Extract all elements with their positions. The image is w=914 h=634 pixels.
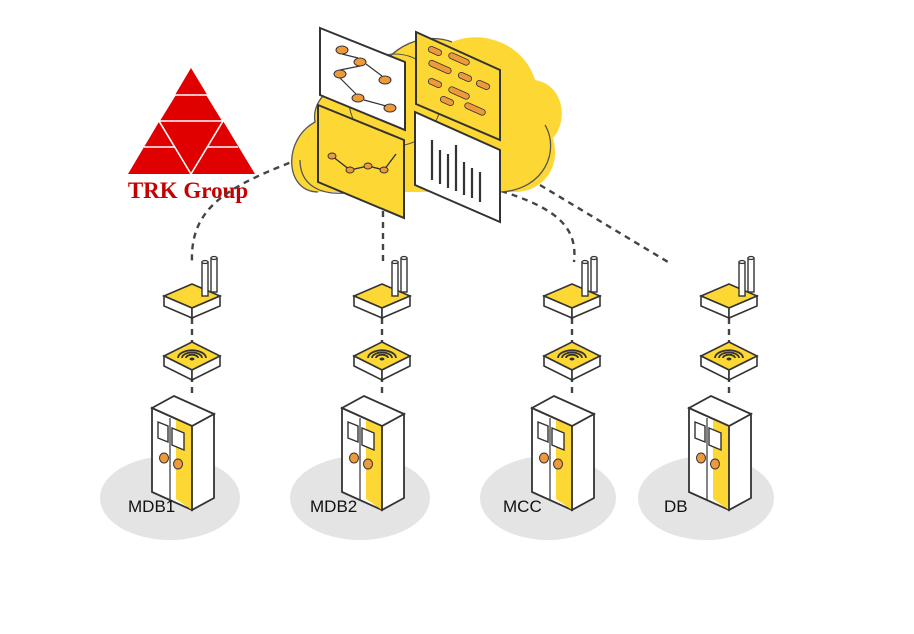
router-icon	[698, 255, 760, 320]
company-logo: TRK Group	[128, 68, 255, 203]
dashboard-panel-linechart	[317, 103, 405, 220]
dashboard-panel-barchart	[414, 110, 501, 224]
dashboard-panel-list	[415, 30, 501, 142]
panel-board-icon	[339, 394, 407, 512]
wifi-icon	[352, 341, 412, 382]
panel-board-icon	[149, 394, 217, 512]
panel-board-icon	[686, 394, 754, 512]
wifi-icon	[542, 341, 602, 382]
node-label: MCC	[503, 497, 542, 516]
node-stacks: MDB1 MDB2 MCC DB	[100, 255, 774, 540]
brand-name: TRK Group	[128, 178, 248, 203]
dashboard-panel-icon	[317, 26, 501, 224]
router-icon	[351, 255, 413, 320]
node-mdb1: MDB1	[100, 255, 240, 540]
node-label: MDB1	[128, 497, 175, 516]
triangle-logo-icon	[128, 68, 255, 175]
node-label: DB	[664, 497, 688, 516]
wifi-icon	[699, 341, 759, 382]
router-icon	[541, 255, 603, 320]
dashboard-panel-flow	[319, 26, 406, 132]
node-mcc: MCC	[480, 255, 616, 540]
node-mdb2: MDB2	[290, 255, 430, 540]
node-db: DB	[638, 255, 774, 540]
node-label: MDB2	[310, 497, 357, 516]
panel-board-icon	[529, 394, 597, 512]
router-icon	[161, 255, 223, 320]
wifi-icon	[162, 341, 222, 382]
